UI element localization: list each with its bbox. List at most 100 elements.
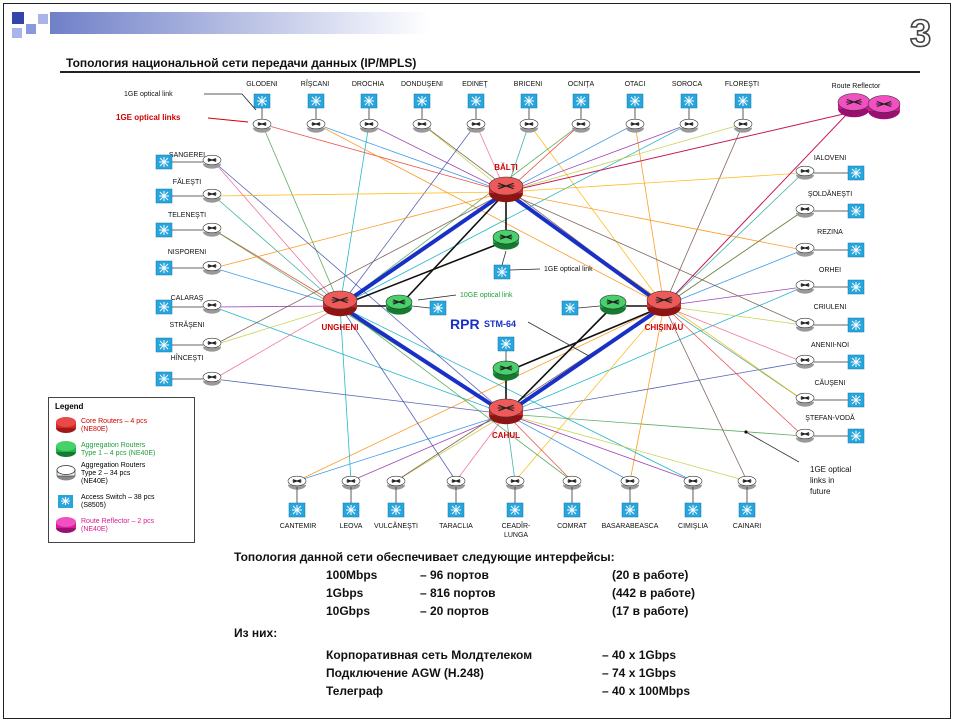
router-icon [202,371,222,386]
access-switch-icon [621,502,639,518]
agg-router-type1-icon [385,294,413,315]
router-icon [795,392,815,407]
access-switch-icon [506,502,524,518]
right-site-label: ŞTEFAN-VODĂ [805,413,855,422]
access-switch-icon [847,354,865,370]
right-site-label: REZINA [817,229,843,236]
route-reflector-label: Route Reflector [832,83,881,90]
of-which-label: Из них: [234,626,278,640]
agg-router-type1-icon [492,229,520,250]
right-site-label: ŞOLDĂNEŞTI [808,189,852,198]
access-switch-icon [155,371,173,387]
access-switch-icon [253,93,271,109]
router-icon [733,118,753,133]
detail-telegraph-value: – 40 x 100Mbps [602,684,691,698]
router-icon [571,118,591,133]
top-site-label: OCNIŢA [568,81,595,88]
core-router-label: CAHUL [492,431,520,440]
router-icon [287,475,307,490]
agg-router-type1-icon [56,441,76,457]
access-switch-icon [360,93,378,109]
legend-switch: Access Switch – 38 pcs(S8505) [81,494,155,509]
top-site-label: GLODENI [246,81,278,88]
page-title: Топология национальной сети передачи дан… [66,56,417,70]
access-switch-icon [497,336,515,352]
access-switch-icon [413,93,431,109]
router-icon [795,242,815,257]
bottom-site-label: LEOVA [340,523,363,530]
title-gradient-bar [50,12,430,34]
router-icon [795,317,815,332]
router-icon [202,222,222,237]
detail-corporate-name: Корпоративная сеть Молдтелеком [326,648,533,662]
router-icon [505,475,525,490]
router-icon [202,299,222,314]
router-icon [625,118,645,133]
router-icon [386,475,406,490]
core-router-icon [322,290,358,317]
core-router-icon [646,290,682,317]
access-switch-icon [520,93,538,109]
access-switch-icon [155,154,173,170]
bottom-site-label: LUNGA [504,532,528,539]
router-icon [202,154,222,169]
router-icon [620,475,640,490]
router-icon [679,118,699,133]
page-number: 3 [909,12,932,52]
route-reflector-icon [56,517,76,533]
core-router-icon [56,417,76,433]
router-icon [202,260,222,275]
access-switch-icon [387,502,405,518]
router-icon [795,428,815,443]
access-switch-icon [155,188,173,204]
legend-title: Legend [55,402,84,411]
access-switch-icon [847,165,865,181]
agg-router-type1-icon [492,360,520,381]
access-switch-icon [847,317,865,333]
right-site-label: IALOVENI [814,155,846,162]
access-switch-icon [734,93,752,109]
access-switch-icon [342,502,360,518]
core-router-label: BĂLŢI [494,163,518,172]
access-switch-icon [155,337,173,353]
left-site-label: NISPORENI [168,249,207,256]
rpr-label: RPR [450,316,480,332]
route-reflector-icon [837,93,871,118]
left-site-label: STRĂŞENI [169,320,204,329]
speed-1g: 1Gbps [326,586,364,600]
summary-heading: Топология данной сети обеспечивает следу… [234,550,615,564]
bottom-site-label: COMRAT [557,523,588,530]
core-router-icon [488,176,524,203]
bottom-site-label: VULCĂNEŞTI [374,521,418,530]
route-reflector-icon [867,95,901,120]
access-switch-icon [447,502,465,518]
optical-link-label: 1GE optical link [124,91,173,98]
router-icon [795,203,815,218]
left-site-label: SANGEREI [169,152,205,159]
right-site-label: CĂUŞENI [814,378,845,387]
router-icon [412,118,432,133]
router-icon [306,118,326,133]
access-switch-icon [493,264,511,280]
router-icon [737,475,757,490]
bottom-site-label: CIMIŞLIA [678,523,708,530]
router-icon [446,475,466,490]
status-10g: (17 в работе) [612,604,689,618]
router-icon [466,118,486,133]
access-switch-icon [288,502,306,518]
status-1g: (442 в работе) [612,586,696,600]
legend: Legend Core Routers – 4 pcs(NE80E) Aggre… [48,397,195,543]
access-switch-icon [561,300,579,316]
access-switch-icon [847,392,865,408]
router-icon [359,118,379,133]
bottom-site-label: BASARABEASCA [602,523,659,530]
future-links-label: future [810,487,831,496]
access-switch-icon [680,93,698,109]
access-switch-icon [847,242,865,258]
access-switch-icon [684,502,702,518]
router-icon [252,118,272,133]
slide: Топология национальной сети передачи дан… [3,3,951,719]
